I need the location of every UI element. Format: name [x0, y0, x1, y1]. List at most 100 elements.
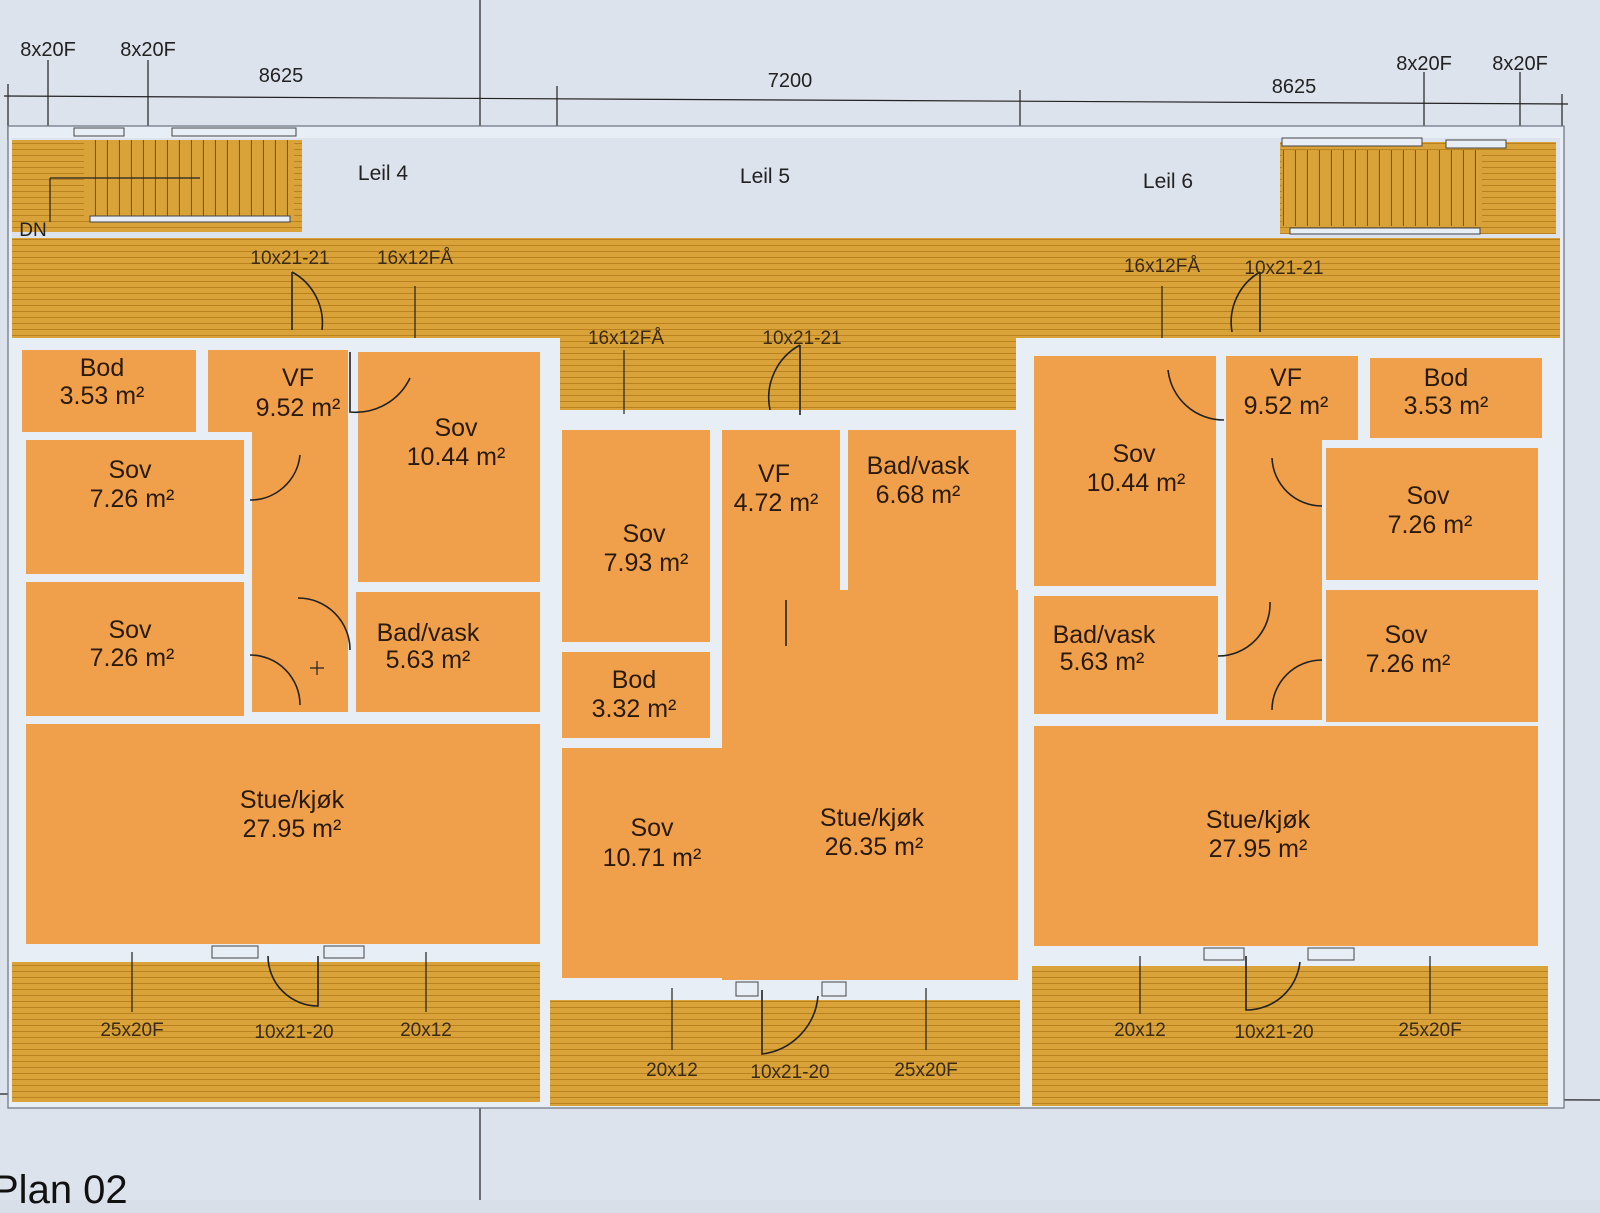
window-tag: 16x12FÅ [377, 248, 453, 269]
room-area: 7.26 m² [1388, 511, 1473, 539]
room-vf-leil-6 [1226, 356, 1358, 440]
room-vf-leil-4 [208, 350, 348, 432]
plan-title: Plan 02 [0, 1168, 128, 1212]
room-area: 5.63 m² [1060, 648, 1145, 676]
room-area: 9.52 m² [1244, 392, 1329, 420]
window-tag: 8x20F [1492, 53, 1548, 75]
room-name: Bad/vask [377, 619, 480, 647]
room-bod-leil-5 [562, 652, 710, 738]
corridor-leil-6 [1226, 440, 1322, 720]
room-name: Stue/kjøk [820, 804, 925, 832]
window-tag: 16x12FÅ [1124, 256, 1200, 277]
room-name: Sov [1112, 440, 1156, 468]
window-markers [73, 127, 1507, 1050]
room-bad-leil-5 [848, 430, 1016, 590]
window-tag: 25x20F [1398, 1020, 1461, 1041]
room-name: Sov [1406, 482, 1450, 510]
unit-leil-5 [562, 430, 1018, 980]
window-tag: 25x20F [100, 1020, 163, 1041]
room-name: VF [1270, 364, 1302, 392]
room-area: 7.26 m² [1366, 650, 1451, 678]
room-sov-10-leil-5 [562, 748, 742, 978]
room-area: 26.35 m² [825, 833, 924, 861]
room-bod-leil-4 [22, 350, 196, 432]
room-area: 5.63 m² [386, 646, 471, 674]
room-name: Stue/kjøk [240, 786, 345, 814]
room-sov-b-leil-6 [1326, 590, 1538, 722]
bottom-balcony-leil-5 [550, 1000, 1020, 1106]
room-name: Sov [434, 414, 478, 442]
window-tag: 20x12 [1114, 1020, 1166, 1041]
room-sov-a-leil-6 [1326, 448, 1538, 580]
room-area: 7.26 m² [90, 644, 175, 672]
window-tag: 8x20F [20, 39, 76, 61]
unit-label-leil-6: Leil 6 [1143, 170, 1193, 193]
room-name: VF [758, 460, 790, 488]
bottom-balcony-leil-6 [1032, 966, 1548, 1106]
room-area: 7.26 m² [90, 485, 175, 513]
room-area: 3.32 m² [592, 695, 677, 723]
door-swings [249, 271, 1323, 1055]
open-area-center [552, 138, 1020, 238]
room-area: 10.44 m² [1087, 469, 1186, 497]
room-name: Bod [612, 666, 656, 694]
window-tag: 10x21-20 [254, 1022, 333, 1043]
room-area: 10.71 m² [603, 844, 702, 872]
window-tag: 10x21-20 [750, 1062, 829, 1083]
room-sov-10-leil-4 [358, 352, 540, 582]
room-name: Stue/kjøk [1206, 806, 1311, 834]
stairs-right [1282, 150, 1482, 226]
room-name: Sov [108, 616, 152, 644]
room-area: 27.95 m² [243, 815, 342, 843]
dimension-leil-5: 7200 [768, 70, 813, 92]
corridor-leil-4 [252, 432, 348, 712]
window-tag: 20x12 [646, 1060, 698, 1081]
room-name: Bad/vask [867, 452, 970, 480]
unit-leil-6 [1034, 356, 1542, 946]
room-name: Sov [1384, 621, 1428, 649]
window-tag: 16x12FÅ [588, 328, 664, 349]
room-bad-leil-4 [356, 592, 540, 712]
room-bod-leil-6 [1370, 358, 1542, 438]
down-marker: DN [19, 220, 46, 241]
room-vf-leil-5 [722, 430, 840, 590]
room-stue-leil-6 [1034, 726, 1538, 946]
room-name: Sov [630, 814, 674, 842]
unit-label-leil-5: Leil 5 [740, 165, 790, 188]
unit-label-leil-4: Leil 4 [358, 162, 409, 185]
window-tag: 25x20F [894, 1060, 957, 1081]
room-area: 27.95 m² [1209, 835, 1308, 863]
window-tag: 8x20F [1396, 53, 1452, 75]
room-area: 9.52 m² [256, 394, 341, 422]
room-area: 3.53 m² [1404, 392, 1489, 420]
room-name: Sov [622, 520, 666, 548]
window-tag: 10x21-21 [762, 328, 841, 349]
room-name: VF [282, 364, 314, 392]
room-bad-leil-6 [1034, 596, 1218, 714]
room-sov-10-leil-6 [1034, 356, 1216, 586]
window-tag: 20x12 [400, 1020, 452, 1041]
room-area: 7.93 m² [604, 549, 689, 577]
unit-leil-4 [22, 350, 540, 944]
room-area: 10.44 m² [407, 443, 506, 471]
bottom-balcony-leil-4 [12, 962, 540, 1102]
room-area: 3.53 m² [60, 382, 145, 410]
room-stue-leil-4 [26, 724, 540, 944]
window-tag: 10x21-21 [1244, 258, 1323, 279]
room-name: Bad/vask [1053, 621, 1156, 649]
room-sov-a-leil-4 [26, 440, 244, 574]
room-name: Sov [108, 456, 152, 484]
room-sov-b-leil-4 [26, 582, 244, 716]
room-sov-7-leil-5 [562, 430, 710, 642]
room-name: Bod [1424, 364, 1468, 392]
window-tag: 8x20F [120, 39, 176, 61]
window-tag: 10x21-20 [1234, 1022, 1313, 1043]
dimension-leil-4: 8625 [259, 65, 304, 87]
room-name: Bod [80, 354, 124, 382]
room-stue-leil-5-b [752, 600, 1018, 980]
entry-deck-leil-5 [560, 335, 1016, 410]
room-area: 6.68 m² [876, 481, 961, 509]
room-area: 4.72 m² [734, 489, 819, 517]
window-tag: 10x21-21 [250, 248, 329, 269]
